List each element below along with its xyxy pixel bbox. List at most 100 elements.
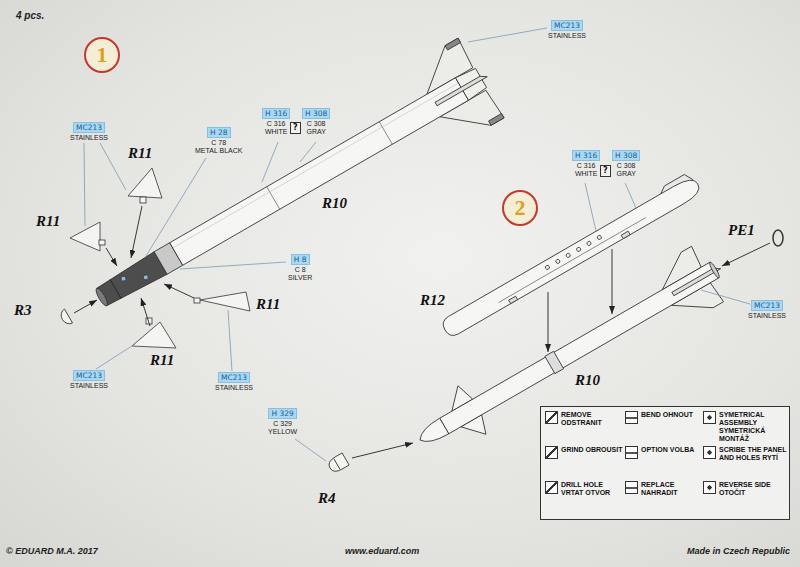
color-name: GRAY <box>307 128 326 136</box>
paint-code-callout: H 316C 316WHITE <box>572 150 600 178</box>
color-name: WHITE <box>575 170 598 178</box>
part-number: R10 <box>322 195 347 212</box>
label-text: www.eduard.com <box>345 546 419 556</box>
missile-body <box>76 35 509 338</box>
label-text: R3 <box>14 302 32 318</box>
label-text: © EDUARD M.A. 2017 <box>6 546 98 556</box>
option-symbol: ? <box>600 158 611 177</box>
color-name: C 316 <box>577 162 596 170</box>
color-name: STAINLESS <box>215 384 253 392</box>
paint-code-callout: MC213STAINLESS <box>548 20 586 40</box>
legend-icon <box>703 446 716 459</box>
legend-icon <box>625 481 638 494</box>
color-code: H 316 <box>572 150 600 161</box>
legend-item: SYMETRICAL ASSEMBLY SYMETRICKÁ MONTÁŽ <box>703 411 787 446</box>
part-number: R11 <box>36 213 60 230</box>
label-text: R11 <box>128 145 152 161</box>
color-name: STAINLESS <box>70 382 108 390</box>
option-symbol: ? <box>290 115 301 134</box>
legend-icon <box>703 481 716 494</box>
paint-code-callout: H 308C 308GRAY <box>612 150 640 178</box>
footer-text: www.eduard.com <box>345 546 419 556</box>
legend-item: GRIND OBROUSIT <box>545 446 625 481</box>
color-name: SILVER <box>288 274 312 282</box>
label-text: R11 <box>36 213 60 229</box>
label-text: R4 <box>318 490 336 506</box>
legend-item: SCRIBE THE PANEL AND HOLES RYTÍ <box>703 446 787 481</box>
paint-code-callout: H 329C 329YELLOW <box>268 408 297 436</box>
paint-code-callout: H 308C 308GRAY <box>302 108 330 136</box>
paint-code-callout: MC213STAINLESS <box>748 300 786 320</box>
paint-code-callout: H 8C 8SILVER <box>288 254 312 282</box>
legend-text: DRILL HOLE VRTAT OTVOR <box>561 481 625 497</box>
color-name: GRAY <box>617 170 636 178</box>
legend-text: REMOVE ODSTRANIT <box>561 411 625 427</box>
color-name: STAINLESS <box>748 312 786 320</box>
paint-code-callout: MC213STAINLESS <box>70 122 108 142</box>
canard-fins <box>70 168 250 348</box>
step-number-circle: 2 <box>502 190 538 226</box>
label-text: R10 <box>575 372 600 388</box>
legend-text: GRIND OBROUSIT <box>561 446 622 454</box>
color-name: STAINLESS <box>70 134 108 142</box>
footer-text: © EDUARD M.A. 2017 <box>6 546 98 556</box>
paint-code-callout: H 316C 316WHITE <box>262 108 290 136</box>
paint-code-callout: H 28C 78METAL BLACK <box>195 127 242 155</box>
color-code: H 8 <box>291 254 310 265</box>
footer-text: Made in Czech Republic <box>687 546 790 556</box>
color-name: METAL BLACK <box>195 147 242 155</box>
color-name: C 329 <box>273 420 292 428</box>
part-number: R11 <box>256 296 280 313</box>
legend-item: REMOVE ODSTRANIT <box>545 411 625 446</box>
color-code: H 308 <box>302 108 330 119</box>
color-name: STAINLESS <box>548 32 586 40</box>
legend-icon <box>703 411 716 424</box>
legend-item: DRILL HOLE VRTAT OTVOR <box>545 481 625 516</box>
legend-text: SYMETRICAL ASSEMBLY SYMETRICKÁ MONTÁŽ <box>719 411 787 443</box>
part-number: R11 <box>128 145 152 162</box>
color-code: MC213 <box>73 370 105 381</box>
legend-text: REVERSE SIDE OTOČIT <box>719 481 787 497</box>
legend-text: REPLACE NAHRADIT <box>641 481 703 497</box>
paint-code-callout: MC213STAINLESS <box>215 372 253 392</box>
label-text: R10 <box>322 195 347 211</box>
color-code: H 308 <box>612 150 640 161</box>
color-name: C 308 <box>307 120 326 128</box>
legend-text: OPTION VOLBA <box>641 446 694 454</box>
label-text: 4 pcs. <box>16 10 44 21</box>
color-code: H 28 <box>207 127 231 138</box>
legend-item: BEND OHNOUT <box>625 411 703 446</box>
color-name: WHITE <box>265 128 288 136</box>
legend-box: REMOVE ODSTRANIT BEND OHNOUT SYMETRICAL AS… <box>540 406 790 520</box>
color-code: MC213 <box>551 20 583 31</box>
label-text: R11 <box>256 296 280 312</box>
quantity-note: 4 pcs. <box>16 10 44 21</box>
part-number: R10 <box>575 372 600 389</box>
legend-icon <box>545 411 558 424</box>
label-text: ? <box>600 165 611 177</box>
step-number-circle: 1 <box>84 37 120 73</box>
part-number: R4 <box>318 490 336 507</box>
color-code: MC213 <box>73 122 105 133</box>
part-number: R3 <box>14 302 32 319</box>
legend-icon <box>625 446 638 459</box>
label-text: R11 <box>150 352 174 368</box>
legend-text: BEND OHNOUT <box>641 411 693 419</box>
color-code: H 329 <box>268 408 296 419</box>
color-name: C 308 <box>617 162 636 170</box>
part-number: PE1 <box>728 222 755 239</box>
legend-item: OPTION VOLBA <box>625 446 703 481</box>
label-text: R12 <box>420 292 445 308</box>
color-code: MC213 <box>218 372 250 383</box>
legend-text: SCRIBE THE PANEL AND HOLES RYTÍ <box>719 446 787 462</box>
color-name: C 8 <box>295 266 306 274</box>
label-text: ? <box>290 122 301 134</box>
part-number: R11 <box>150 352 174 369</box>
color-name: C 78 <box>211 139 226 147</box>
color-code: H 316 <box>262 108 290 119</box>
legend-icon <box>625 411 638 424</box>
legend-icon <box>545 481 558 494</box>
legend-item: REPLACE NAHRADIT <box>625 481 703 516</box>
step-number: 1 <box>97 44 108 66</box>
